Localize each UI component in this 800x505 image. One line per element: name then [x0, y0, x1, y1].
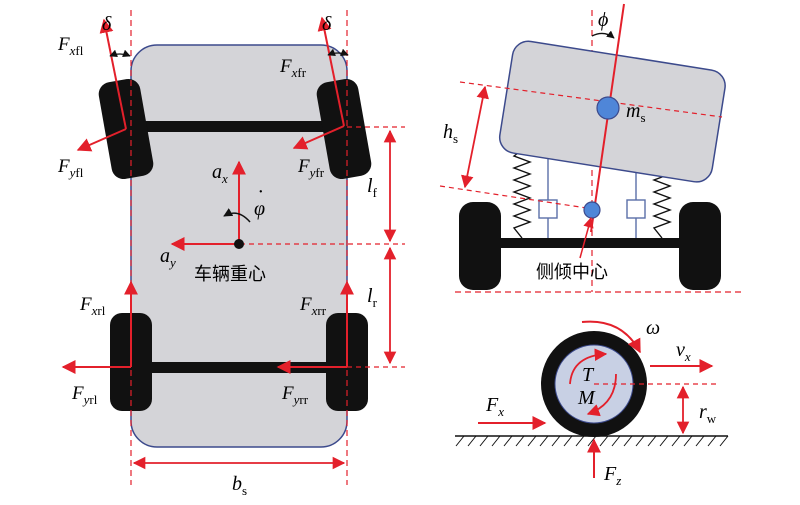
front-right-wheel	[316, 78, 372, 180]
cg-label: 车辆重心	[194, 264, 266, 285]
fyfl-label: Fyfl	[57, 156, 84, 180]
fyfl-arrow	[76, 128, 127, 152]
sprung-mass-dot	[596, 96, 620, 120]
center-of-gravity-dot	[234, 239, 244, 249]
delta-left-arc	[109, 49, 131, 58]
omega-arrow	[581, 320, 641, 354]
roll-center-pointer	[579, 216, 594, 259]
roll-center-dot	[583, 201, 601, 219]
torque-label: T	[582, 364, 595, 386]
fxfr-label: Fxfr	[279, 56, 307, 80]
rw-label: rw	[699, 401, 717, 426]
hs-dimension-arrow	[461, 85, 489, 189]
roll-right-wheel	[679, 202, 721, 290]
delta-left-label: δ	[102, 13, 112, 35]
ax-label: ax	[212, 161, 228, 186]
roll-left-wheel	[459, 202, 501, 290]
front-axle	[135, 121, 345, 132]
fx-label: Fx	[485, 394, 504, 419]
wheel-view: ω vx T M Fx Fz rw	[455, 317, 729, 488]
lf-label: lf	[367, 175, 378, 200]
delta-right-label: δ	[322, 13, 332, 35]
omega-label: ω	[646, 317, 660, 339]
lr-label: lr	[367, 285, 378, 310]
fz-label: Fz	[603, 463, 621, 488]
left-damper	[538, 150, 558, 238]
roll-center-label: 侧倾中心	[536, 262, 608, 283]
ms-label: ms	[626, 100, 646, 125]
fxfl-arrow	[99, 18, 127, 130]
phi-arc	[591, 30, 615, 39]
fxrr-label: Fxrr	[299, 294, 327, 318]
yaw-rate-label: φ	[254, 198, 265, 220]
fyrl-label: Fyrl	[71, 383, 98, 407]
fxfl-label: Fxfl	[57, 34, 84, 58]
phi-label: ϕ	[598, 9, 608, 31]
moment-arrow	[586, 373, 617, 417]
road-hatching	[455, 435, 729, 447]
hs-label: hs	[443, 121, 458, 146]
yaw-rate-arrow	[223, 208, 251, 223]
vx-label: vx	[676, 339, 691, 364]
roll-axle	[470, 238, 720, 248]
delta-right-arc	[327, 48, 349, 57]
fyfr-label: Fyfr	[297, 156, 325, 180]
roll-view: ϕ ms hs 侧倾中心	[439, 3, 745, 293]
fyfr-arrow	[292, 125, 345, 150]
bs-label: bs	[232, 473, 247, 498]
yaw-rate-dot: ·	[258, 181, 263, 203]
vehicle-top-view: δ δ Fxfl Fyfl Fxfr Fyfr Fxrl Fyrl Fxrr F…	[57, 10, 405, 498]
rear-axle	[135, 362, 345, 373]
torque-arrow	[569, 348, 608, 385]
ay-label: ay	[160, 245, 176, 270]
hs-top-line	[459, 81, 723, 118]
moment-label: M	[577, 387, 596, 409]
left-spring	[512, 149, 532, 239]
fxfr-arrow	[317, 16, 345, 127]
fyrr-label: Fyrr	[281, 383, 309, 407]
fxrl-label: Fxrl	[79, 294, 106, 318]
